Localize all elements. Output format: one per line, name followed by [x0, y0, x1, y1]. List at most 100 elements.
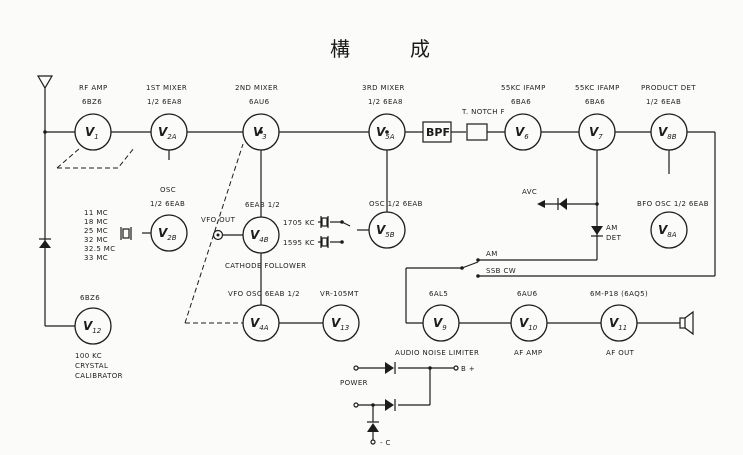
svg-text:1705 KC: 1705 KC [283, 219, 315, 227]
svg-text:AF OUT: AF OUT [606, 349, 635, 357]
tube-v6: V6 [504, 113, 542, 151]
svg-text:BPF: BPF [426, 126, 450, 139]
svg-text:OSC: OSC [160, 186, 176, 194]
svg-text:V9: V9 [433, 316, 447, 332]
svg-text:55KC IFAMP: 55KC IFAMP [501, 84, 546, 92]
tube-v2b: V2B [150, 214, 188, 252]
svg-text:6AU6: 6AU6 [517, 290, 538, 298]
svg-text:B +: B + [461, 365, 475, 373]
svg-text:18 MC: 18 MC [84, 218, 108, 226]
svg-text:2ND MIXER: 2ND MIXER [235, 84, 278, 92]
tube-v11: V11 [600, 304, 638, 342]
antenna-icon [36, 75, 54, 326]
svg-text:- C: - C [380, 439, 391, 447]
svg-text:V2B: V2B [158, 226, 177, 242]
svg-text:1/2 6EA8: 1/2 6EA8 [147, 98, 182, 106]
svg-text:1595 KC: 1595 KC [283, 239, 315, 247]
tube-v7: V7 [578, 113, 616, 151]
signal-wires [45, 131, 716, 440]
crystal-bank-icon [120, 227, 132, 240]
svg-text:AVC: AVC [522, 188, 537, 196]
svg-text:6AU6: 6AU6 [249, 98, 270, 106]
svg-text:V8B: V8B [658, 125, 677, 141]
svg-text:OSC 1/2 6EAB: OSC 1/2 6EAB [369, 200, 423, 208]
svg-text:V1: V1 [85, 125, 99, 141]
svg-text:V6: V6 [515, 125, 529, 141]
tube-v1: V1 [74, 113, 112, 151]
svg-text:V3: V3 [253, 125, 267, 141]
svg-text:V10: V10 [519, 316, 538, 332]
bpf-block: BPF [422, 121, 452, 143]
rf-amp-label: RF AMP [79, 84, 108, 92]
svg-text:6EAB 1/2: 6EAB 1/2 [245, 201, 280, 209]
svg-text:AM: AM [486, 250, 498, 258]
svg-text:6AL5: 6AL5 [429, 290, 448, 298]
svg-text:BFO OSC 1/2 6EAB: BFO OSC 1/2 6EAB [637, 200, 709, 208]
tube-v2a: V2A [150, 113, 188, 151]
svg-text:PRODUCT DET: PRODUCT DET [641, 84, 696, 92]
speaker-icon [679, 310, 694, 336]
svg-text:V4B: V4B [250, 228, 269, 244]
tubes: V1 V2A V3 V5A V6 V7 V8B V2B [74, 113, 688, 345]
svg-text:V12: V12 [83, 319, 102, 335]
tube-v12: V12 [74, 307, 112, 345]
svg-text:V5B: V5B [376, 223, 395, 239]
tube-v13: V13 [322, 304, 360, 342]
svg-text:1/2 6EAB: 1/2 6EAB [150, 200, 185, 208]
svg-text:POWER: POWER [340, 379, 368, 387]
tube-v4b: V4B [242, 216, 280, 254]
svg-text:V5A: V5A [376, 125, 395, 141]
labels: RF AMP 6BZ6 1ST MIXER 1/2 6EA8 2ND MIXER… [75, 84, 709, 447]
svg-text:32.5 MC: 32.5 MC [84, 245, 116, 253]
tube-v4a: V4A [242, 304, 280, 342]
tuning-gang-dashes [56, 143, 244, 324]
svg-text:CALIBRATOR: CALIBRATOR [75, 372, 123, 380]
tube-v8a: V8A [650, 211, 688, 249]
tube-v5b: V5B [368, 211, 406, 249]
tube-v8b: V8B [650, 113, 688, 151]
crystal-icon [318, 216, 344, 248]
svg-text:V4A: V4A [250, 316, 269, 332]
notch-filter-block: T. NOTCH F [461, 108, 505, 141]
svg-text:AM: AM [606, 224, 618, 232]
svg-text:CATHODE FOLLOWER: CATHODE FOLLOWER [225, 262, 306, 270]
svg-text:VFO OUT: VFO OUT [201, 216, 236, 224]
svg-text:6BA6: 6BA6 [585, 98, 605, 106]
svg-text:25 MC: 25 MC [84, 227, 108, 235]
svg-text:1ST MIXER: 1ST MIXER [146, 84, 187, 92]
svg-text:1/2 6EA8: 1/2 6EA8 [368, 98, 403, 106]
power-terminals [43, 130, 599, 445]
mode-switch-icon [460, 258, 480, 278]
svg-text:AF AMP: AF AMP [514, 349, 543, 357]
svg-text:V2A: V2A [158, 125, 177, 141]
svg-text:100 KC: 100 KC [75, 352, 102, 360]
svg-text:32 MC: 32 MC [84, 236, 108, 244]
svg-text:6BA6: 6BA6 [511, 98, 531, 106]
diagram-title: 構 成 [330, 37, 430, 61]
svg-text:V8A: V8A [658, 223, 677, 239]
svg-text:SSB CW: SSB CW [486, 267, 516, 275]
svg-text:AUDIO NOISE LIMITER: AUDIO NOISE LIMITER [395, 349, 479, 357]
svg-text:33 MC: 33 MC [84, 254, 108, 262]
svg-text:6M-P18 (6AQ5): 6M-P18 (6AQ5) [590, 290, 648, 298]
vfo-out-jack-icon [212, 229, 224, 241]
svg-text:6BZ6: 6BZ6 [80, 294, 100, 302]
svg-text:DET: DET [606, 234, 622, 242]
svg-text:VR-105MT: VR-105MT [320, 290, 359, 298]
svg-text:CRYSTAL: CRYSTAL [75, 362, 108, 370]
svg-text:11 MC: 11 MC [84, 209, 108, 217]
svg-text:V11: V11 [609, 316, 627, 332]
svg-text:3RD MIXER: 3RD MIXER [362, 84, 405, 92]
svg-text:1/2 6EAB: 1/2 6EAB [646, 98, 681, 106]
diode-icon [39, 198, 603, 432]
avc-arrow-icon [537, 200, 545, 208]
svg-text:VFO OSC 6EAB 1/2: VFO OSC 6EAB 1/2 [228, 290, 300, 298]
svg-text:V13: V13 [331, 316, 349, 332]
svg-text:T. NOTCH F: T. NOTCH F [461, 108, 505, 116]
tube-v10: V10 [510, 304, 548, 342]
tube-v9: V9 [422, 304, 460, 342]
svg-text:6BZ6: 6BZ6 [82, 98, 102, 106]
svg-text:55KC IFAMP: 55KC IFAMP [575, 84, 620, 92]
svg-text:V7: V7 [589, 125, 603, 141]
